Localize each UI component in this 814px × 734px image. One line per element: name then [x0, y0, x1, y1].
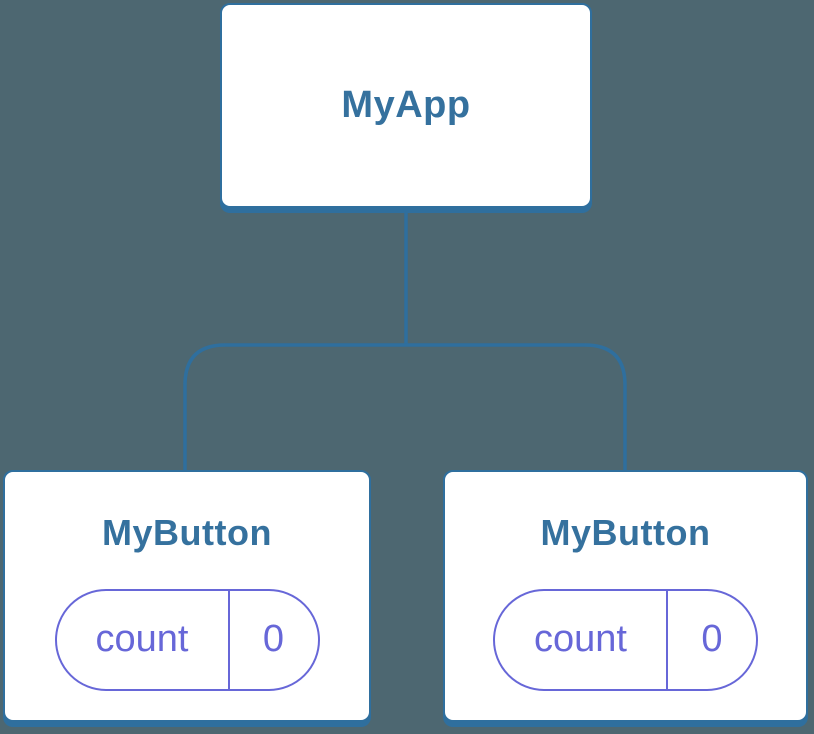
state-key-label: count	[495, 590, 668, 689]
state-value: 0	[701, 618, 723, 661]
node-mybutton-right: MyButton count 0	[443, 470, 808, 722]
node-mybutton-left: MyButton count 0	[3, 470, 371, 722]
node-label: MyButton	[102, 512, 272, 554]
state-pill: count 0	[493, 588, 758, 691]
node-myapp: MyApp	[220, 3, 592, 208]
state-value: 0	[262, 618, 285, 661]
state-key-label: count	[57, 590, 230, 689]
state-pill: count 0	[54, 588, 320, 691]
connector-branch	[183, 343, 627, 472]
node-label: MyApp	[341, 83, 471, 126]
node-label: MyButton	[540, 512, 711, 554]
